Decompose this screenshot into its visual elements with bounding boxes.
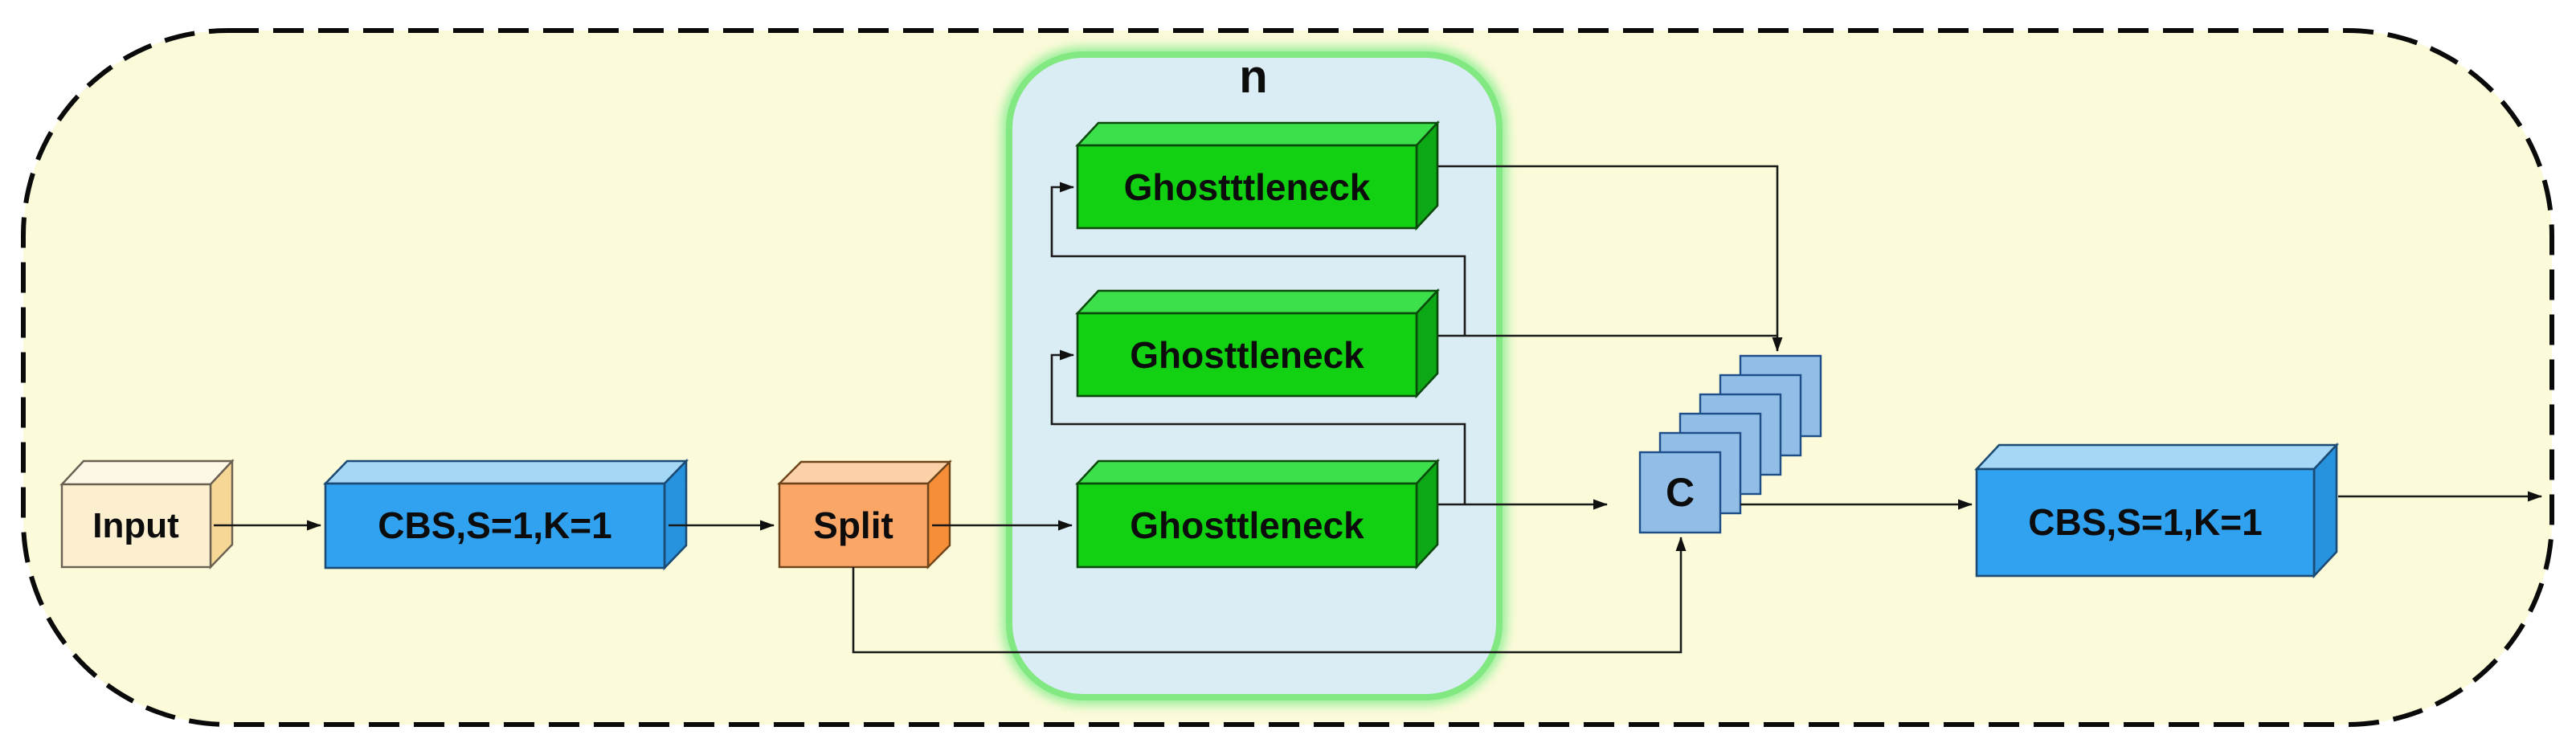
input-label: Input <box>92 506 179 545</box>
cbs-left-label: CBS,S=1,K=1 <box>378 504 611 546</box>
cbs-right-label: CBS,S=1,K=1 <box>2028 501 2262 543</box>
ghost-middle-node: Ghosttleneck <box>1075 288 1440 399</box>
split-node: Split <box>777 459 952 569</box>
split-box-top <box>777 460 952 485</box>
repeat-count-label: n <box>1239 51 1267 103</box>
cbs-right-node: CBS,S=1,K=1 <box>1974 442 2339 579</box>
ghost-bottom-box-top <box>1075 459 1440 485</box>
edge-ghost-middle-to-ghost-top <box>1050 182 1466 336</box>
ghost-top-node: Ghostttleneck <box>1075 120 1440 231</box>
edge-ghost-bottom-to-ghost-middle <box>1050 349 1466 504</box>
ghost-middle-box-top <box>1075 289 1440 315</box>
concat-node: C <box>1638 354 1822 534</box>
input-node: Input <box>59 458 235 569</box>
ghost-middle-label: Ghosttleneck <box>1130 334 1364 376</box>
ghost-top-box-front <box>1076 144 1418 230</box>
concat-label: C <box>1666 470 1695 515</box>
ghost-bottom-node: Ghosttleneck <box>1075 458 1440 570</box>
cbs-right-box-top <box>1974 443 2339 471</box>
input-box-top <box>59 459 235 486</box>
ghost-bottom-label: Ghosttleneck <box>1130 504 1364 546</box>
ghost-top-box-top <box>1075 121 1440 147</box>
edge-split-bypass-to-concat <box>852 537 1687 654</box>
cbs-right-box-front <box>1975 467 2316 578</box>
cbs-left-box-top <box>322 459 689 485</box>
cbs-left-node: CBS,S=1,K=1 <box>322 458 689 571</box>
cbs-right-box-side <box>2312 442 2338 579</box>
ghost-middle-box-front <box>1076 312 1418 398</box>
split-label: Split <box>813 504 893 546</box>
split-box-front <box>778 482 930 569</box>
ghost-bottom-box-front <box>1076 482 1418 569</box>
edges <box>214 165 2542 654</box>
edge-ghost-top-to-concat <box>1438 165 1783 352</box>
input-box-front <box>60 483 212 569</box>
ghost-top-label: Ghostttleneck <box>1124 166 1371 208</box>
cbs-left-box-front <box>324 482 666 569</box>
concat-layer-1 <box>1638 451 1722 534</box>
